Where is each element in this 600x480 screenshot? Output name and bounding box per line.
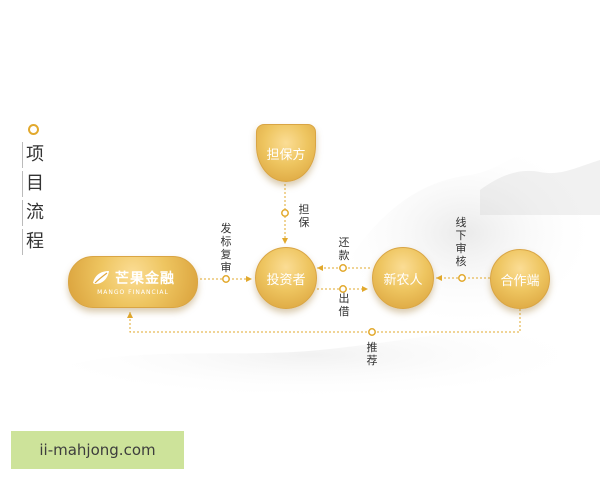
node-partner-label: 合作端 xyxy=(500,273,540,289)
node-new-farmer: 新农人 xyxy=(372,247,434,309)
edge-node-offline xyxy=(458,274,466,282)
platform-name-cn: 芒果金融 xyxy=(115,271,175,287)
section-title-char: 程 xyxy=(22,229,50,255)
node-investor: 投资者 xyxy=(255,247,317,309)
arrow-lend-icon xyxy=(362,286,368,292)
edge-recommend-line xyxy=(129,309,521,333)
edge-label-repay: 还款 xyxy=(338,236,350,262)
section-title-char: 目 xyxy=(22,171,50,197)
node-platform-logo: 芒果金融 MANGO FINANCIAL xyxy=(68,256,198,308)
node-guarantor: 担保方 xyxy=(256,124,316,182)
edge-label-guarantee: 担保 xyxy=(298,203,310,229)
arrow-guarantee-icon xyxy=(282,238,288,244)
edge-label-review: 发标复审 xyxy=(220,222,232,274)
mango-leaf-icon xyxy=(93,271,109,284)
node-guarantor-label: 担保方 xyxy=(266,147,306,163)
edge-node-repay xyxy=(339,264,347,272)
section-title: 项 目 流 程 xyxy=(22,142,50,258)
edge-node-lend xyxy=(339,285,347,293)
edge-node-review xyxy=(222,275,230,283)
edge-label-recommend: 推荐 xyxy=(366,341,378,367)
footer-watermark-text: ii-mahjong.com xyxy=(39,441,156,459)
node-investor-label: 投资者 xyxy=(266,272,306,288)
platform-logo-row: 芒果金融 xyxy=(91,268,175,288)
edge-node-guarantee xyxy=(281,209,289,217)
section-title-char: 项 xyxy=(22,142,50,168)
platform-name-en: MANGO FINANCIAL xyxy=(97,289,169,296)
arrow-recommend-icon xyxy=(127,312,133,318)
arrow-offline-icon xyxy=(436,275,442,281)
arrow-review-icon xyxy=(246,276,252,282)
title-bullet-icon xyxy=(28,124,39,135)
footer-watermark: ii-mahjong.com xyxy=(11,431,184,469)
node-new-farmer-label: 新农人 xyxy=(383,272,423,288)
section-title-char: 流 xyxy=(22,200,50,226)
edge-node-recommend xyxy=(368,328,376,336)
arrow-repay-icon xyxy=(317,265,323,271)
edge-label-lend: 出借 xyxy=(338,292,350,318)
edge-label-offline-review: 线下审核 xyxy=(455,216,467,268)
node-partner: 合作端 xyxy=(490,249,550,309)
